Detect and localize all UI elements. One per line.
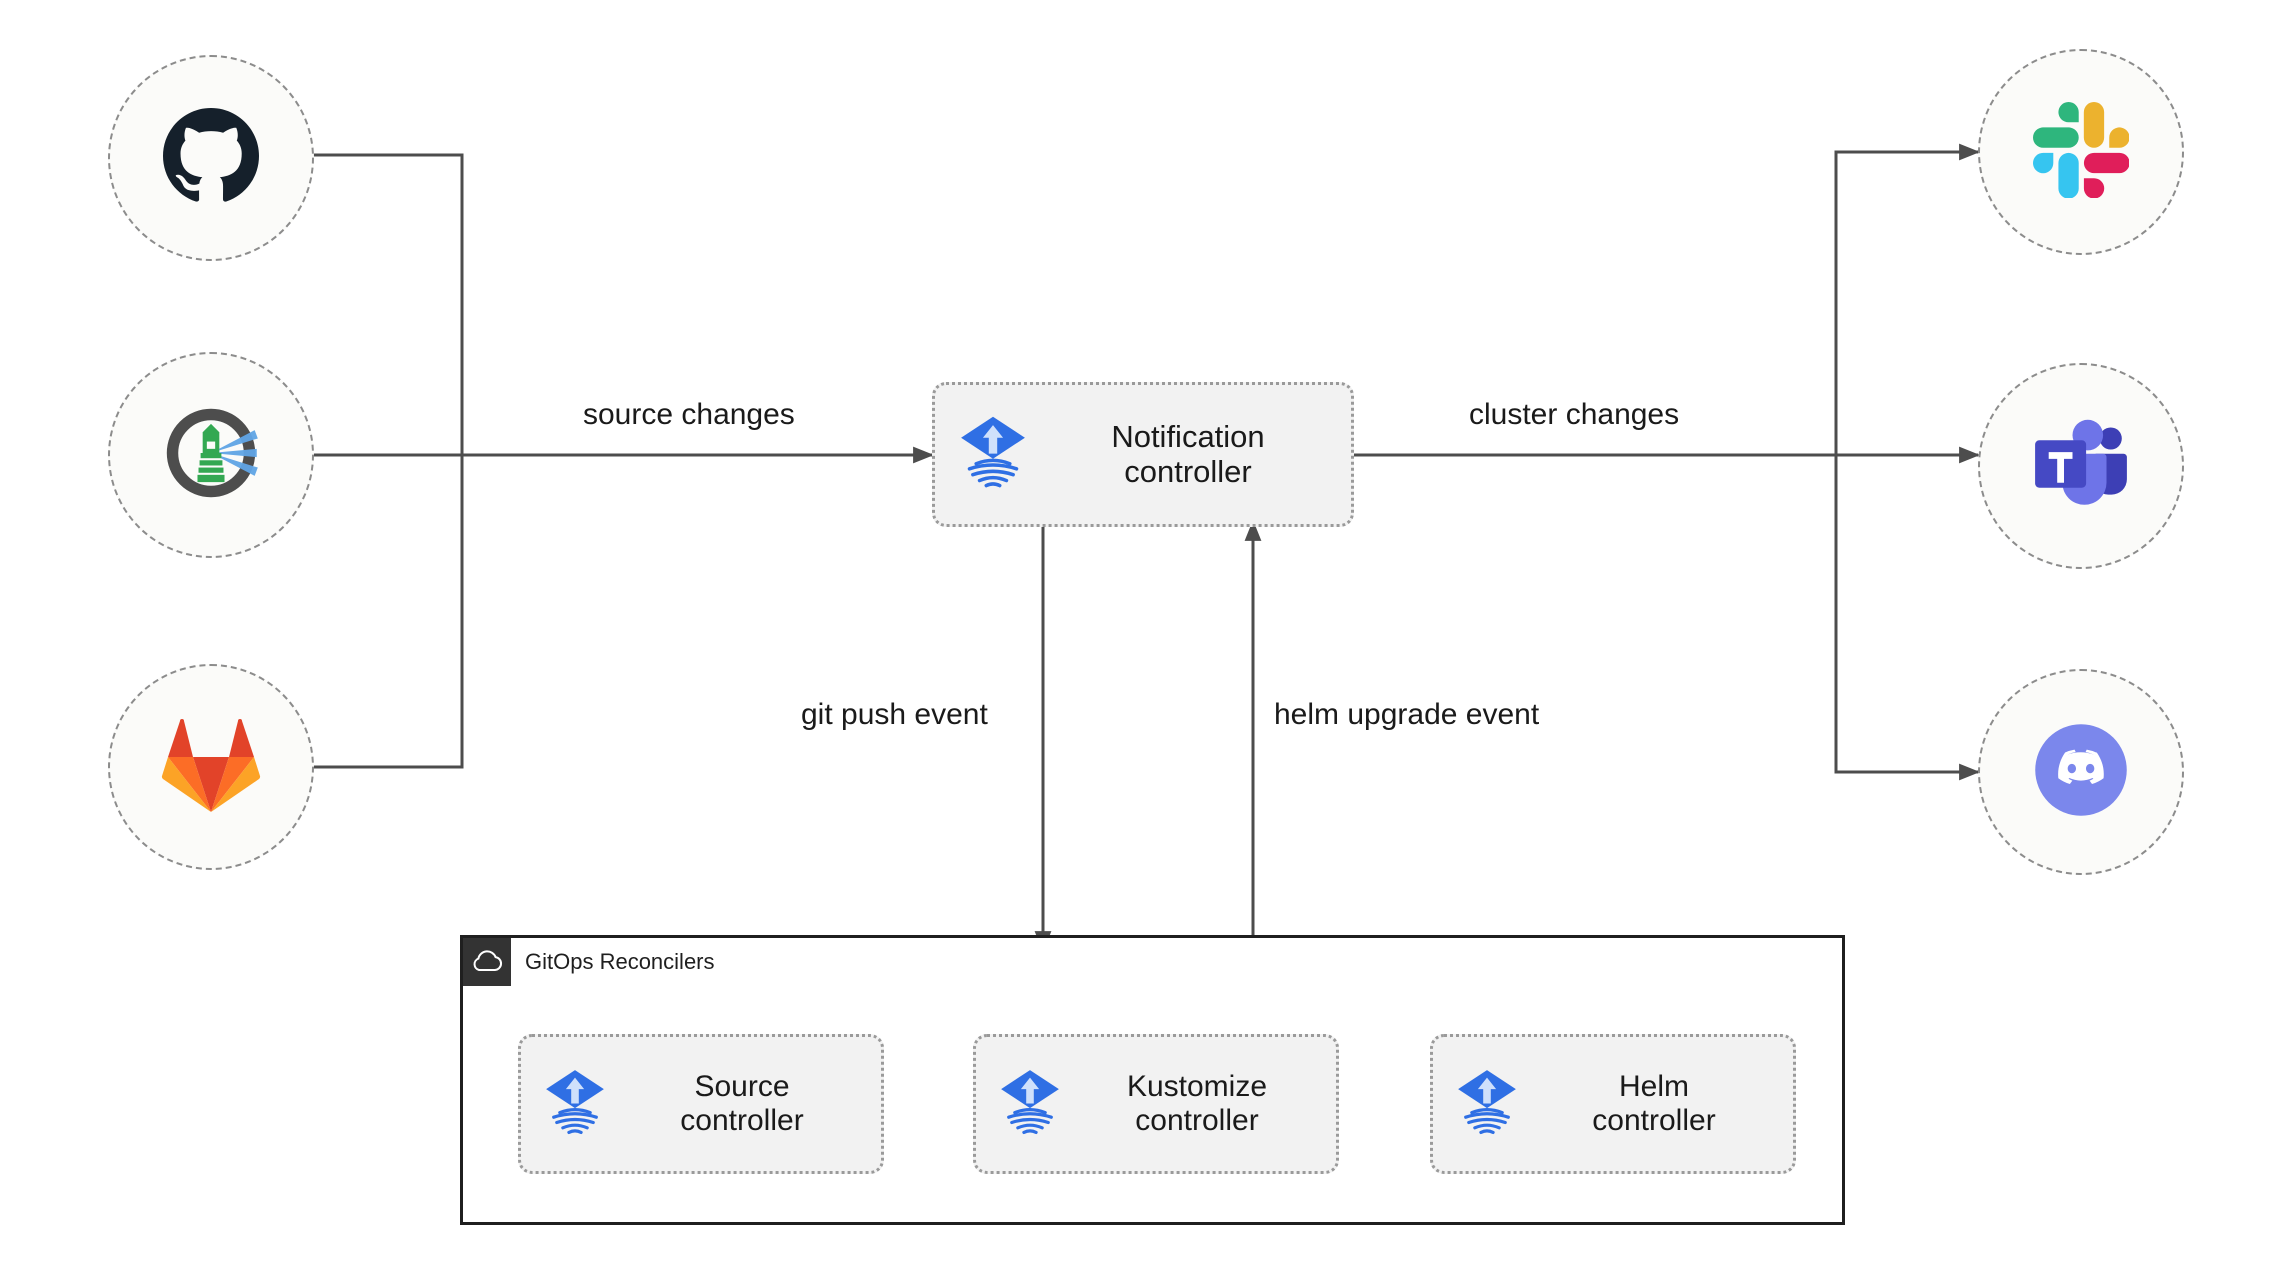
kustomize-controller-box[interactable]: Kustomize controller (973, 1034, 1339, 1174)
flux-icon (1449, 1064, 1525, 1145)
gitlab-icon (161, 717, 261, 818)
edge-label-git-push-event: git push event (795, 700, 994, 730)
target-node-discord[interactable] (1978, 669, 2184, 875)
helm-controller-label: Helm controller (1592, 1070, 1716, 1137)
wire-rightbus-to-discord (1834, 453, 1981, 781)
source-node-harbor[interactable] (108, 352, 314, 558)
source-controller-box[interactable]: Source controller (518, 1034, 884, 1174)
gitops-reconcilers-group: GitOps Reconcilers Source controller (460, 935, 1845, 1225)
source-node-gitlab[interactable] (108, 664, 314, 870)
wire-rightbus-to-slack (1834, 143, 1981, 457)
target-node-slack[interactable] (1978, 49, 2184, 255)
source-controller-label: Source controller (680, 1070, 804, 1137)
flux-icon (537, 1064, 613, 1145)
edge-label-cluster-changes: cluster changes (1463, 400, 1686, 430)
gitops-group-title: GitOps Reconcilers (525, 949, 715, 974)
cloud-icon (463, 938, 511, 986)
microsoft-teams-icon (2030, 416, 2132, 517)
slack-icon (2033, 101, 2130, 203)
discord-icon (2029, 718, 2133, 827)
edge-label-source-changes: source changes (577, 400, 801, 430)
flux-icon (992, 1064, 1068, 1145)
source-node-github[interactable] (108, 55, 314, 261)
notification-controller-label: Notification controller (1111, 418, 1265, 489)
edge-label-helm-upgrade-event: helm upgrade event (1268, 700, 1546, 730)
notification-controller-box[interactable]: Notification controller (932, 382, 1354, 527)
harbor-icon (159, 401, 263, 510)
helm-controller-box[interactable]: Helm controller (1430, 1034, 1796, 1174)
flux-icon (951, 410, 1035, 499)
target-node-teams[interactable] (1978, 363, 2184, 569)
gitops-group-header: GitOps Reconcilers (463, 938, 715, 986)
github-icon (163, 107, 259, 209)
kustomize-controller-label: Kustomize controller (1126, 1070, 1268, 1137)
